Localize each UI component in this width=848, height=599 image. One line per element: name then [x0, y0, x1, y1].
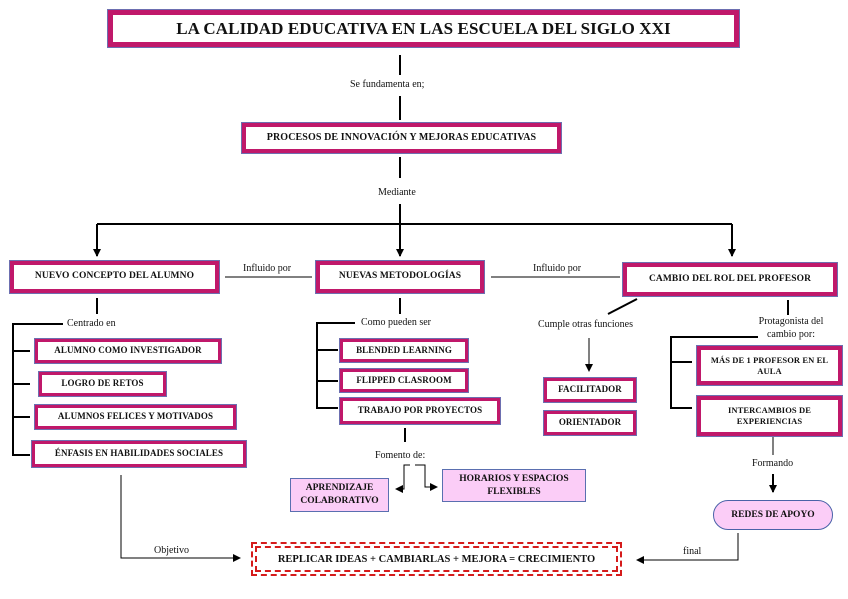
- arrow-to-horarios: [415, 464, 438, 491]
- arrow-objetivo-to-final: [120, 475, 241, 562]
- node-orientador: ORIENTADOR: [543, 410, 637, 436]
- final-result-inner: REPLICAR IDEAS + CAMBIARLAS + MEJORA = C…: [255, 546, 618, 572]
- node-enfasis-habilidades: ÉNFASIS EN HABILIDADES SOCIALES: [31, 440, 247, 468]
- node-nuevas-metodologias: NUEVAS METODOLOGÍAS: [315, 260, 485, 294]
- bracket-alumno: [12, 323, 63, 456]
- node-cambio-rol: CAMBIO DEL ROL DEL PROFESOR: [622, 262, 838, 297]
- node-aprendizaje-colaborativo: APRENDIZAJE COLABORATIVO: [290, 478, 389, 512]
- node-alumnos-felices: ALUMNOS FELICES Y MOTIVADOS: [34, 404, 237, 430]
- node-final-result: REPLICAR IDEAS + CAMBIARLAS + MEJORA = C…: [251, 542, 622, 576]
- label-se-fundamenta: Se fundamenta en;: [350, 79, 425, 90]
- label-formando: Formando: [752, 458, 794, 469]
- node-nuevo-concepto: NUEVO CONCEPTO DEL ALUMNO: [9, 260, 220, 294]
- title-box: LA CALIDAD EDUCATIVA EN LAS ESCUELA DEL …: [107, 9, 740, 48]
- label-influido-2: Influido por: [533, 263, 582, 274]
- label-cumple-otras: Cumple otras funciones: [538, 319, 633, 330]
- label-como-pueden-ser: Como pueden ser: [361, 317, 431, 328]
- bracket-metodologias: [316, 322, 355, 409]
- node-alumno-investigador: ALUMNO COMO INVESTIGADOR: [34, 338, 222, 364]
- node-intercambios-experiencias: INTERCAMBIOS DE EXPERIENCIAS: [696, 395, 843, 437]
- node-facilitador: FACILITADOR: [543, 377, 637, 403]
- title-text: LA CALIDAD EDUCATIVA EN LAS ESCUELA DEL …: [176, 18, 671, 38]
- node-trabajo-proyectos: TRABAJO POR PROYECTOS: [339, 397, 501, 425]
- label-mediante: Mediante: [378, 187, 416, 198]
- node-redes-apoyo: REDES DE APOYO: [713, 500, 833, 530]
- node-procesos: PROCESOS DE INNOVACIÓN Y MEJORAS EDUCATI…: [241, 122, 562, 154]
- label-final: final: [683, 546, 702, 557]
- line-cumple: [607, 298, 638, 315]
- node-flipped-classroom: FLIPPED CLASROOM: [339, 368, 469, 393]
- label-influido-1: Influido por: [243, 263, 292, 274]
- label-fomento-de: Fomento de:: [375, 450, 426, 461]
- bracket-protagonista: [670, 336, 758, 409]
- label-objetivo: Objetivo: [154, 545, 189, 556]
- node-blended-learning: BLENDED LEARNING: [339, 338, 469, 363]
- node-horarios-espacios: HORARIOS Y ESPACIOS FLEXIBLES: [442, 469, 586, 502]
- node-logro-retos: LOGRO DE RETOS: [38, 371, 167, 397]
- arrow-to-aprendizaje: [395, 464, 410, 493]
- label-protagonista: Protagonista del cambio por:: [758, 316, 824, 340]
- label-centrado-en: Centrado en: [67, 318, 116, 329]
- arrow-redes-to-final: [636, 533, 739, 564]
- node-mas-de-un-profesor: MÁS DE 1 PROFESOR EN EL AULA: [696, 345, 843, 386]
